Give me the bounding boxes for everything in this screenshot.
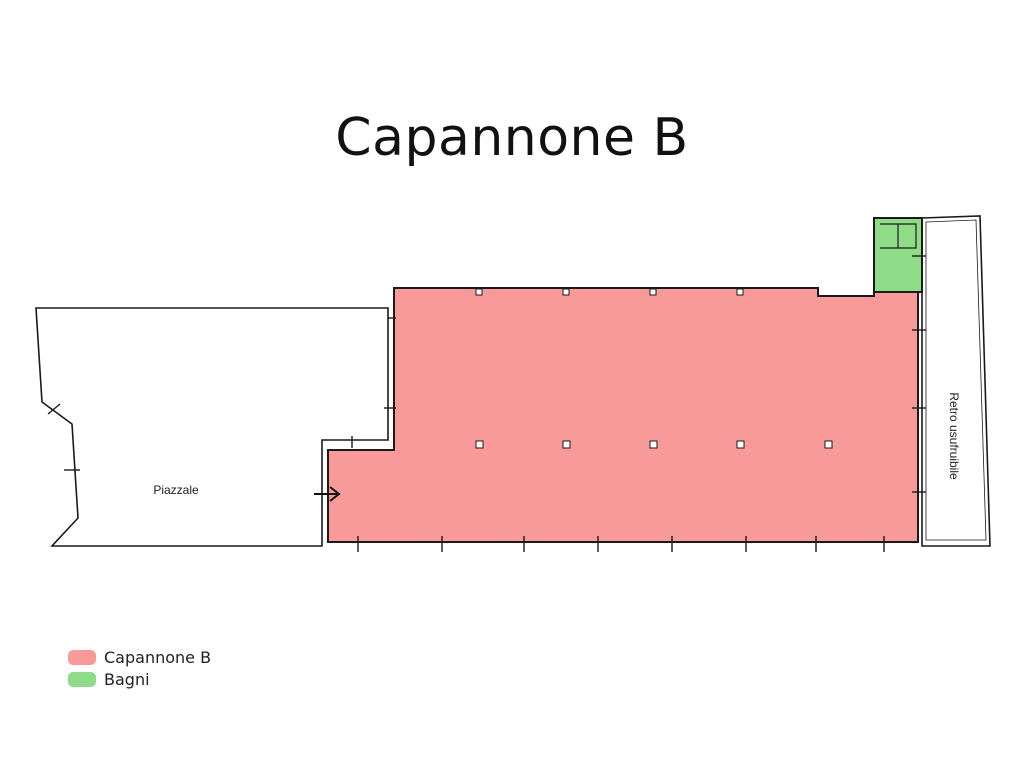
pillar <box>475 288 483 296</box>
pillar <box>562 288 570 296</box>
retro-area-outline <box>921 215 991 547</box>
bagni-area <box>873 217 923 293</box>
legend-item-capannone: Capannone B <box>68 646 211 668</box>
bagni-partition <box>880 223 917 249</box>
piazzale-label: Piazzale <box>153 483 199 497</box>
pillar <box>649 440 658 449</box>
legend-item-bagni: Bagni <box>68 668 211 690</box>
pillar <box>649 288 657 296</box>
wall-openings <box>47 255 926 552</box>
pillar <box>736 440 745 449</box>
capannone-b-area <box>327 287 919 543</box>
legend-swatch-bagni <box>68 671 96 687</box>
piazzale-outline <box>35 307 389 547</box>
pillar <box>562 440 571 449</box>
pillar <box>475 440 484 449</box>
page-title: Capannone B <box>335 108 689 168</box>
legend-label-bagni: Bagni <box>104 669 150 689</box>
pillar <box>736 288 744 296</box>
legend-label-capannone: Capannone B <box>104 647 212 667</box>
retro-label: Retro usufruibile <box>947 392 961 480</box>
entrance-arrow-icon <box>314 486 341 502</box>
legend: Capannone B Bagni <box>68 646 211 690</box>
retro-area-inner <box>925 219 987 541</box>
pillars <box>475 288 833 449</box>
pillar <box>824 440 833 449</box>
legend-swatch-capannone <box>68 649 96 665</box>
